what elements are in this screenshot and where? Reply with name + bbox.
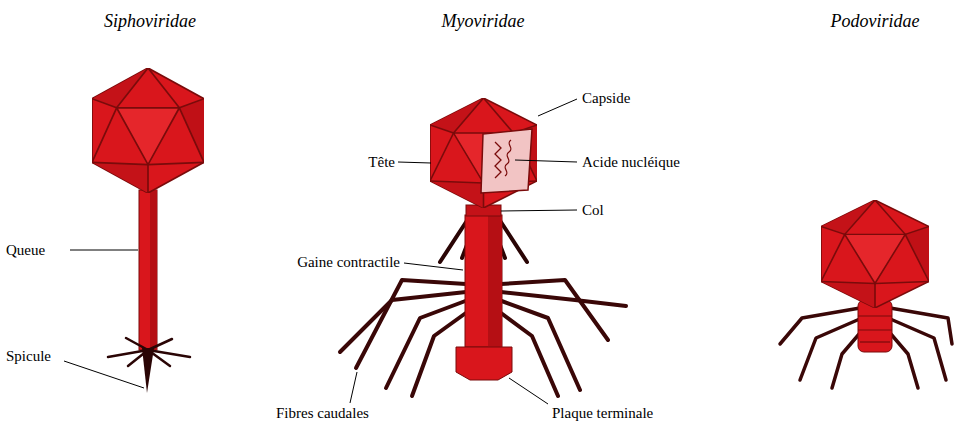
part-label: Gaine contractile xyxy=(297,254,400,271)
part-label: Spicule xyxy=(6,348,51,365)
part-label: Capside xyxy=(582,90,630,107)
part-label: Tête xyxy=(368,154,395,171)
part-label: Acide nucléique xyxy=(582,154,680,171)
part-label: Queue xyxy=(6,242,45,259)
podovirus xyxy=(780,200,952,388)
part-label: Col xyxy=(582,202,604,219)
part-label: Fibres caudales xyxy=(276,405,369,422)
leader-lines xyxy=(64,99,577,404)
part-label: Plaque terminale xyxy=(552,405,653,422)
myovirus xyxy=(340,98,626,396)
siphovirus xyxy=(92,68,204,393)
family-title: Podoviridae xyxy=(831,12,920,32)
family-title: Myoviridae xyxy=(442,12,525,32)
family-title: Siphoviridae xyxy=(104,12,196,32)
